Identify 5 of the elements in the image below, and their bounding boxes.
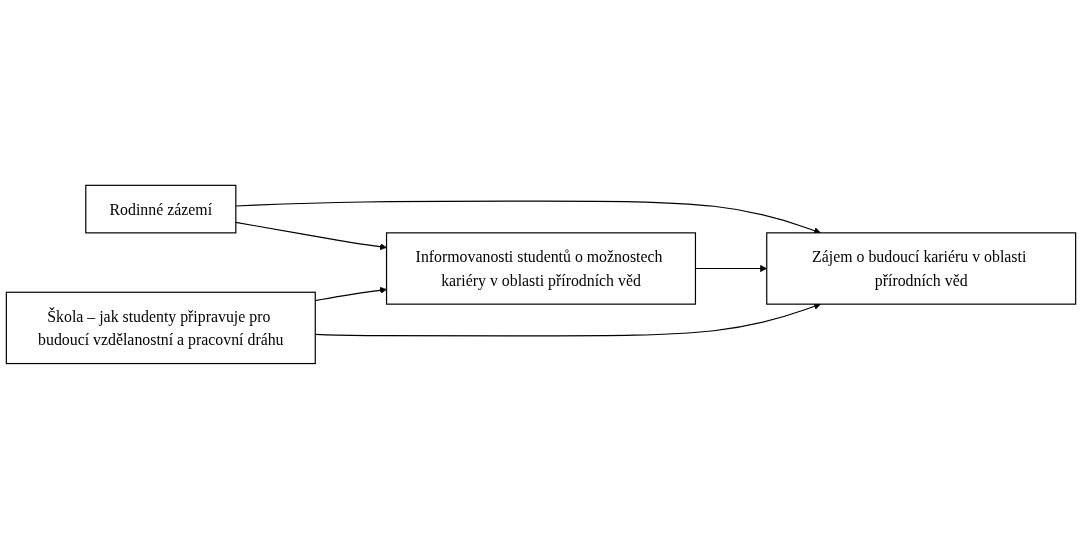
node-box: Informovanosti studentů o možnostech kariéry v oblasti přírodních věd (385, 232, 697, 305)
node-box: Škola – jak studenty připravuje pro budoucí vzdělanostní a pracovní dráhu (5, 291, 316, 365)
node-box: Zájem o budoucí kariéru v oblasti přírodních věd (766, 232, 1077, 305)
arrow (235, 221, 387, 251)
node-box: Rodinné zázemí (85, 184, 237, 234)
